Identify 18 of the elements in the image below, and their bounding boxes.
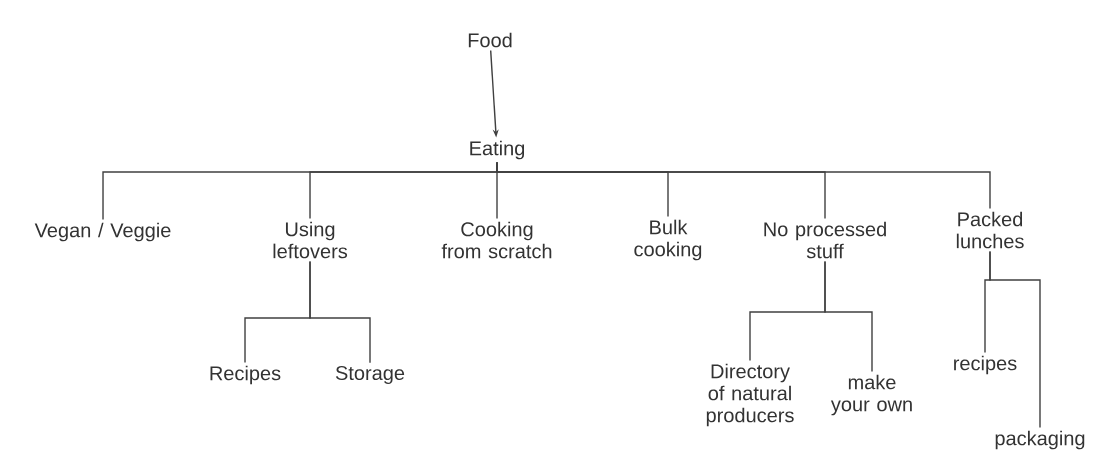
tree-label: Food: [468, 32, 512, 48]
connector: [309, 260, 371, 364]
connector: [824, 260, 873, 373]
tree-label: Vegan / Veggie: [34, 222, 171, 242]
tree-label: Packed lunches: [956, 211, 1024, 249]
tree-label: recipes: [954, 355, 1017, 375]
tree-label: Recipes: [210, 365, 281, 385]
tree-label: make your own: [830, 374, 912, 416]
tree-label: Storage: [335, 365, 405, 385]
tree-label: Eating: [470, 140, 525, 160]
connector: [989, 250, 1041, 429]
tree-label: Bulk cooking: [634, 219, 702, 261]
tree-label: Cooking from scratch: [441, 221, 552, 259]
connector: [496, 161, 991, 210]
tree-label: Directory of natural producers: [706, 363, 794, 427]
tree-label: No processed stuff: [764, 221, 886, 259]
tree-label: packaging: [995, 430, 1085, 450]
tree-label: Using leftovers: [273, 221, 348, 259]
